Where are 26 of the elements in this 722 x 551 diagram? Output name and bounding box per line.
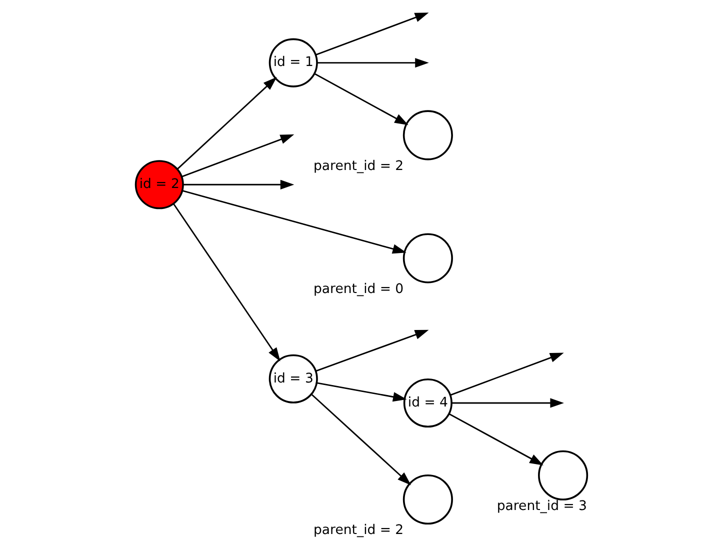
arrow — [314, 73, 408, 126]
node-circle: id = 3 — [268, 354, 318, 404]
node-circle — [402, 474, 452, 525]
arrow — [450, 352, 564, 396]
arrow — [310, 394, 411, 486]
arrow — [316, 382, 406, 402]
node-circle: id = 4 — [402, 378, 452, 428]
arrow — [315, 12, 428, 56]
arrow — [176, 77, 276, 170]
node-label: parent_id = 0 — [313, 282, 404, 297]
node-circle: id = 2 — [134, 160, 184, 210]
arrow — [451, 398, 564, 408]
node-label: parent_id = 2 — [313, 158, 404, 174]
arrow — [183, 180, 294, 190]
arrow — [180, 134, 294, 178]
arrow — [172, 203, 280, 362]
node-label: parent_id = 2 — [313, 523, 404, 538]
node-circle — [538, 450, 588, 500]
node-circle: id = 1 — [268, 38, 318, 88]
arrow — [316, 58, 428, 68]
arrow — [182, 190, 406, 254]
node-label: parent_id = 3 — [496, 499, 586, 514]
node-circle — [402, 233, 452, 284]
arrow — [315, 330, 428, 372]
arrow — [448, 413, 543, 466]
node-circle — [402, 110, 452, 160]
